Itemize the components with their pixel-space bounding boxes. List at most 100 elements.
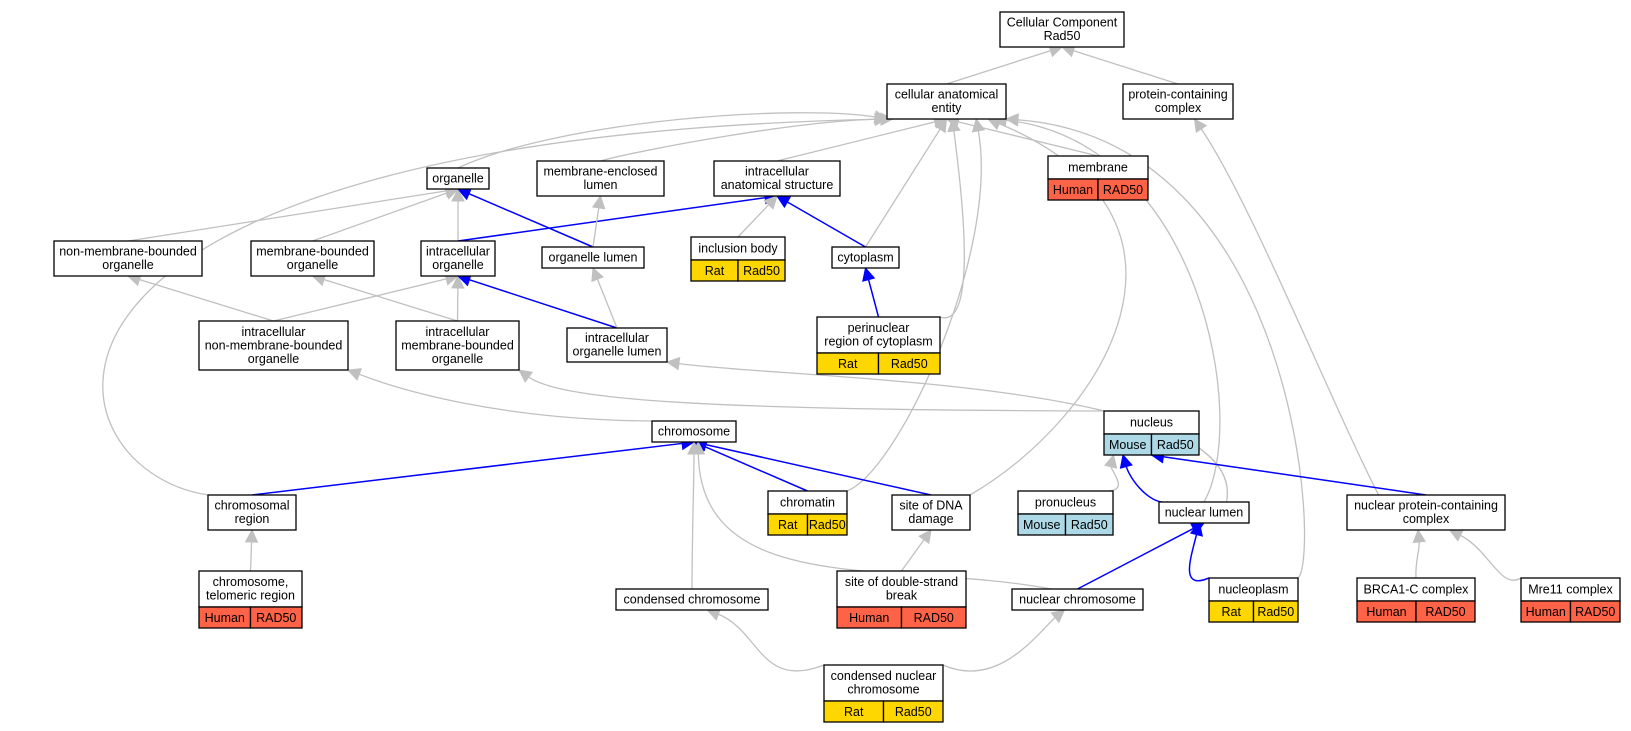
annotation-species-label: Human xyxy=(1053,183,1093,197)
edge-arrowhead xyxy=(874,112,889,127)
edge-inmbo-to-io xyxy=(273,272,460,322)
node-nl[interactable]: nuclear lumen xyxy=(1158,501,1250,524)
node-box xyxy=(1122,83,1234,120)
edge-arrowhead xyxy=(1119,453,1133,469)
node-cc[interactable]: condensed chromosome xyxy=(615,588,769,611)
annotation-species-label: Rat xyxy=(1222,605,1242,619)
node-ol[interactable]: organelle lumen xyxy=(541,246,645,269)
edge-arrowhead xyxy=(1189,521,1203,537)
edge-inmbo-to-nmbo xyxy=(126,273,274,322)
node-box xyxy=(426,167,490,190)
node-box xyxy=(823,664,944,702)
node-label-line: nuclear lumen xyxy=(1165,505,1244,519)
annotation-gene-label: Rad50 xyxy=(809,518,846,532)
node-label-line: chromatin xyxy=(780,495,835,509)
edge-sdd-to-chrom xyxy=(692,438,932,496)
node-label-line: break xyxy=(886,589,918,603)
node-box xyxy=(831,246,900,269)
edge-ias-to-cae xyxy=(776,115,948,162)
node-box xyxy=(1158,501,1250,524)
annotation-gene-label: RAD50 xyxy=(914,611,954,625)
node-chrom[interactable]: chromosome xyxy=(651,420,737,443)
node-label-line: membrane-enclosed xyxy=(544,165,658,179)
annotation-gene-label: RAD50 xyxy=(1575,605,1615,619)
node-organelle[interactable]: organelle xyxy=(426,167,490,190)
node-label-line: anatomical structure xyxy=(721,178,834,192)
node-label-line: chromosomal xyxy=(214,499,289,513)
node-inmbo[interactable]: intracellularnon-membrane-boundedorganel… xyxy=(198,320,349,371)
edge-ctr-to-cr xyxy=(244,528,259,572)
node-cyto[interactable]: cytoplasm xyxy=(831,246,900,269)
node-label-line: membrane xyxy=(1068,160,1128,174)
edge-arrowhead xyxy=(346,368,363,381)
node-label-line: Rad50 xyxy=(1044,29,1081,43)
node-box xyxy=(816,316,941,354)
node-label-line: chromosome xyxy=(658,424,730,438)
edge-arrowhead xyxy=(1104,453,1118,469)
edge-io-to-organelle xyxy=(451,187,465,241)
edge-brca-to-npcc xyxy=(1412,528,1427,579)
annotation-gene-label: RAD50 xyxy=(256,611,296,625)
node-nc[interactable]: nuclear chromosome xyxy=(1011,588,1144,611)
edge-pcc-to-root xyxy=(1060,44,1179,85)
node-box xyxy=(836,570,967,608)
annotation-species-label: Human xyxy=(1366,605,1406,619)
edge-cnc-to-cc xyxy=(706,608,825,672)
annotation-species-label: Rat xyxy=(778,518,798,532)
node-box xyxy=(53,240,203,277)
edge-prc-to-cyto xyxy=(862,266,880,318)
edge-nmbo-to-organelle xyxy=(127,184,460,242)
edge-imbo-to-io xyxy=(451,274,465,322)
node-label-line: site of DNA xyxy=(899,499,963,513)
edge-nucleus-to-imbo xyxy=(518,369,1105,412)
edge-arrowhead xyxy=(1193,118,1208,134)
annotation-gene-cell xyxy=(1569,600,1621,623)
edge-organelle-to-cae xyxy=(457,110,889,169)
annotation-gene-label: Rad50 xyxy=(895,705,932,719)
edge-arrowhead xyxy=(947,117,961,133)
annotation-gene-cell xyxy=(737,259,786,282)
edge-arrowhead xyxy=(691,440,706,455)
node-label-line: nuclear protein-containing xyxy=(1354,499,1498,513)
annotation-gene-label: RAD50 xyxy=(1425,605,1465,619)
annotation-gene-label: RAD50 xyxy=(1103,183,1143,197)
edge-arrowhead xyxy=(665,356,681,371)
annotation-species-label: Human xyxy=(205,611,245,625)
edge-sdsb-to-sdd xyxy=(900,529,932,572)
annotation-species-label: Rat xyxy=(838,357,858,371)
annotation-gene-label: Rad50 xyxy=(1157,438,1194,452)
annotation-gene-cell xyxy=(1150,433,1200,456)
node-label-line: membrane-bounded xyxy=(256,245,369,259)
node-box xyxy=(615,588,769,611)
node-label-line: perinuclear xyxy=(848,321,910,335)
annotation-species-label: Human xyxy=(1526,605,1566,619)
node-label-line: non-membrane-bounded xyxy=(59,245,197,259)
edge-arrowhead xyxy=(591,194,606,210)
